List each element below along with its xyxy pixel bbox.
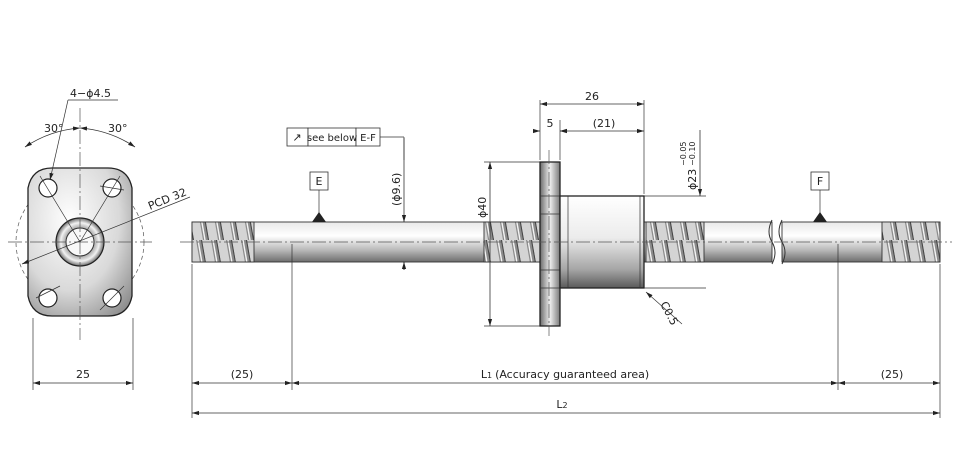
side-view: (ϕ9.6) ϕ40 ϕ23 −0.05 −0.10 26 5 (21) C0.… xyxy=(180,90,952,418)
datum-e-triangle xyxy=(312,212,326,222)
pcd-leader xyxy=(21,196,191,265)
runout-text: see below xyxy=(307,133,357,144)
bolt-hole xyxy=(38,178,58,198)
shaft-break xyxy=(768,219,776,265)
flange-dia-label: ϕ40 xyxy=(476,197,489,218)
nut-tol-upper: −0.05 xyxy=(679,141,688,166)
chamfer-label: C0.5 xyxy=(657,299,680,327)
datum-f-triangle xyxy=(813,212,827,222)
runout-ref: E-F xyxy=(360,133,376,144)
shaft-dia-label: (ϕ9.6) xyxy=(390,173,403,206)
nut-dia-label: ϕ23 xyxy=(686,169,699,190)
angle-ray-right xyxy=(79,175,121,243)
flange-thk-label: 5 xyxy=(547,117,554,130)
l1-sub: 1 xyxy=(487,371,492,380)
datum-f-label: F xyxy=(817,175,823,188)
nut-flange xyxy=(539,161,561,327)
nut-length-label: 26 xyxy=(585,90,599,103)
nut-tol-lower: −0.10 xyxy=(688,141,697,166)
pcd-label: PCD 32 xyxy=(146,186,188,213)
end-right-label: (25) xyxy=(881,368,904,381)
runout-frame: ↗ see below E-F xyxy=(286,127,405,160)
thread-left xyxy=(191,221,255,263)
angle-right-label: 30° xyxy=(108,122,128,135)
datum-e-label: E xyxy=(316,175,323,188)
end-left-label: (25) xyxy=(231,368,254,381)
body-length-label: (21) xyxy=(593,117,616,130)
angle-arc-right xyxy=(79,126,136,148)
angle-ray-left xyxy=(39,175,81,243)
angle-arc-left xyxy=(24,126,81,148)
front-width-label: 25 xyxy=(76,368,90,381)
l2-sub: 2 xyxy=(563,401,568,410)
angle-left-label: 30° xyxy=(44,122,64,135)
chamfer-leader xyxy=(645,291,683,325)
l2-label: L2 xyxy=(556,398,567,411)
l1-symbol: L xyxy=(481,368,488,381)
hole-leader xyxy=(49,99,69,181)
front-view: 30° 30° 4−ϕ4.5 PCD 32 25 xyxy=(8,87,191,390)
bolt-hole xyxy=(38,288,58,308)
hole-callout: 4−ϕ4.5 xyxy=(70,87,111,100)
l2-symbol: L xyxy=(556,398,563,411)
l1-label: L1(Accuracy guaranteed area) xyxy=(481,368,649,381)
runout-icon: ↗ xyxy=(292,131,301,144)
l1-text: (Accuracy guaranteed area) xyxy=(495,368,649,381)
